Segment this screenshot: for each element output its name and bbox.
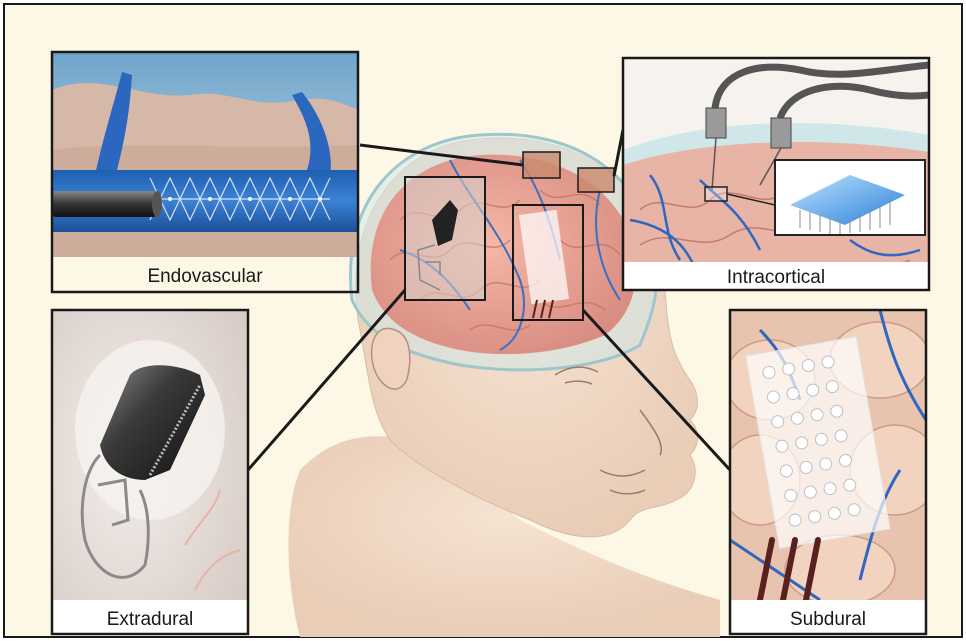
endovascular-label: Endovascular — [147, 266, 263, 287]
intracortical-label: Intracortical — [727, 267, 825, 288]
extradural-label: Extradural — [107, 609, 194, 630]
intracortical-target-box — [578, 168, 614, 192]
subdural-label: Subdural — [790, 609, 866, 630]
extradural-panel: Extradural — [52, 310, 248, 636]
intracortical-panel: Intracortical — [623, 58, 929, 292]
subdural-panel: Subdural — [720, 310, 940, 636]
endovascular-target-box — [523, 152, 560, 178]
